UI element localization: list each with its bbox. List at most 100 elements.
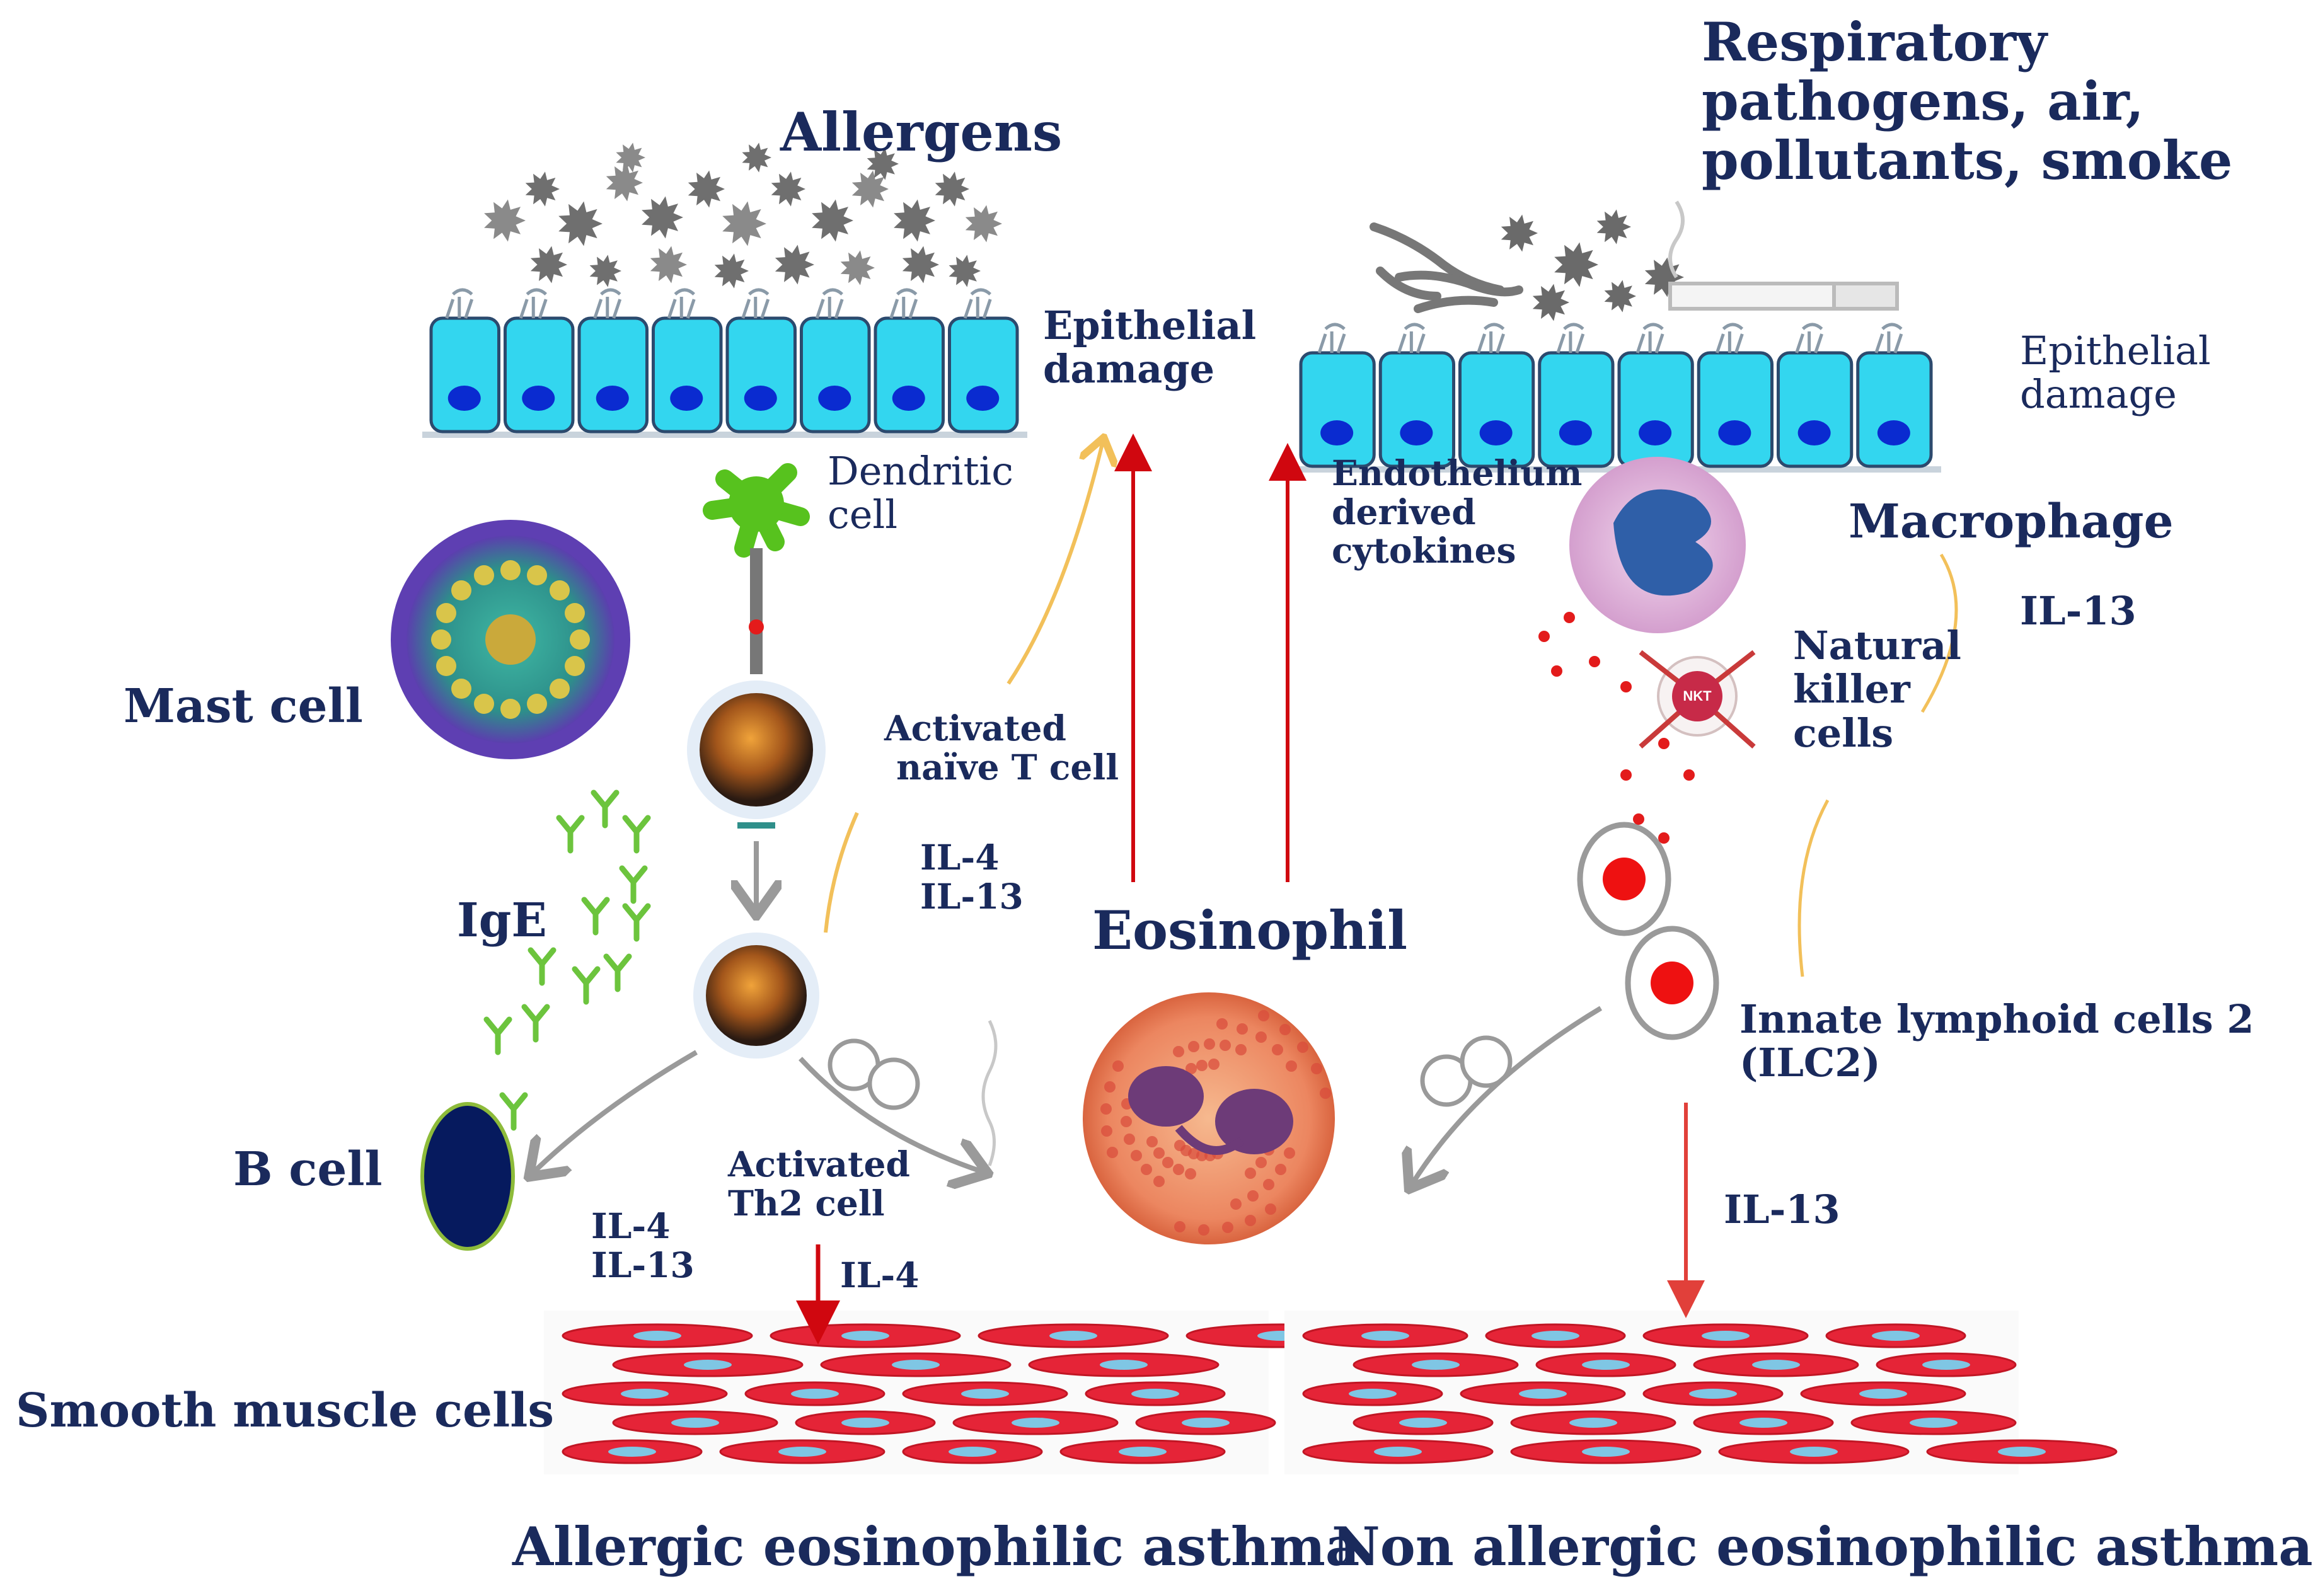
t-cell-marker [737, 822, 775, 829]
natural-killer-cells-label: Natural killer cells [1793, 623, 1961, 756]
pollutant-particles [1370, 209, 1684, 321]
cytokine-dot [1538, 631, 1550, 642]
eosinophil-granule [1153, 1176, 1165, 1187]
mast-granule [451, 679, 471, 699]
eosinophil-granule [1185, 1063, 1197, 1074]
epithelial-cell [1617, 351, 1694, 468]
epithelial-damage-right-label: Epithelial damage [2020, 328, 2211, 418]
ige-antibody [521, 1004, 550, 1043]
il4-il13-center-label: IL-4 IL-13 [920, 837, 1024, 917]
muscle-nucleus [1349, 1389, 1397, 1399]
allergic-asthma-label: Allergic eosinophilic asthma [512, 1515, 1360, 1578]
allergen-particle [642, 196, 683, 239]
eosinophil-granule [1258, 1010, 1269, 1021]
macrophage-nucleus [1613, 489, 1713, 596]
th2-cytokine-curve [824, 812, 859, 933]
respiratory-pathogens-label: Respiratory pathogens, air, pollutants, … [1702, 11, 2233, 192]
allergen-particle [867, 147, 899, 180]
epithelial-nucleus [1320, 420, 1354, 445]
basement-membrane [422, 432, 1027, 438]
epithelium-left [422, 288, 1027, 438]
muscle-nucleus [1872, 1331, 1920, 1341]
dendritic-cell-label: Dendritic cell [828, 448, 1013, 538]
cigarette-filter [1832, 282, 1899, 311]
epithelial-nucleus [1797, 420, 1831, 445]
eosinophil-granule [1198, 1224, 1209, 1236]
eosinophil-granule [1265, 1203, 1276, 1215]
eosinophil-granule [1162, 1157, 1174, 1168]
eosinophil-nucleus-lobe [1215, 1089, 1293, 1154]
cilia [1397, 323, 1426, 353]
presented-antigen [749, 619, 764, 634]
smooth-muscle-right [1284, 1311, 2118, 1474]
allergen-particle [589, 255, 621, 287]
eosinophil-granule [1185, 1168, 1196, 1180]
mast-granule [474, 694, 494, 714]
allergen-particle [902, 246, 939, 284]
mast-granule [436, 603, 456, 623]
ilc2-to-eosinophil-arrow [1412, 1006, 1603, 1185]
eosinophil-granule [1153, 1147, 1165, 1159]
mast-granule [527, 694, 547, 714]
cilia [1795, 323, 1824, 353]
cytokine-dot [1589, 656, 1600, 667]
ige-antibody [622, 903, 651, 942]
epithelial-cell [1458, 351, 1535, 468]
eosinophil-granule [1124, 1134, 1135, 1145]
ilc2-nucleus [1651, 962, 1693, 1004]
cigarette-icon [1668, 200, 1899, 311]
ige-antibody [622, 815, 651, 854]
eosinophil-granule [1245, 1168, 1256, 1179]
eosinophil-granule [1245, 1215, 1256, 1226]
cilia [593, 288, 622, 319]
eosinophil-granule [1275, 1164, 1286, 1175]
allergens-label: Allergens [780, 101, 1063, 163]
mast-granule [570, 629, 590, 650]
cytokine-dot [1683, 769, 1695, 781]
il4-il13-bottom-label: IL-4 IL-13 [591, 1205, 695, 1285]
muscle-nucleus [1582, 1360, 1630, 1370]
ilc2-label: Innate lymphoid cells 2 (ILC2) [1739, 996, 2254, 1086]
cilia [1556, 323, 1585, 353]
eosinophil-granule [1220, 1040, 1231, 1051]
epithelial-cell [1538, 351, 1615, 468]
mast-granule [565, 603, 585, 623]
macrophage-icon [1569, 457, 1746, 633]
epithelial-cell [1856, 351, 1933, 468]
smoke-fiber [1395, 270, 1523, 297]
smoke-fiber [1414, 296, 1498, 313]
eosinophil-granule [1237, 1023, 1248, 1035]
mast-cell-label: Mast cell [124, 679, 363, 733]
epithelial-cell [874, 316, 945, 433]
cilia [1635, 323, 1664, 353]
cilia [963, 288, 992, 319]
epithelial-nucleus [1559, 420, 1592, 445]
muscle-nucleus [791, 1389, 839, 1399]
eosinophil-granule [1112, 1060, 1124, 1072]
ige-antibody [572, 966, 601, 1005]
mast-granule [550, 580, 570, 600]
cilia [445, 288, 474, 319]
t-cell-icons [687, 680, 826, 1059]
eosinophil-granule [1320, 1088, 1331, 1099]
muscle-nucleus [1531, 1331, 1579, 1341]
ige-antibody [591, 789, 620, 829]
asthma-pathway-diagram: NKT Allergens Respiratory pathogens, air… [16, 11, 2313, 1578]
mast-granule [550, 679, 570, 699]
muscle-nucleus [1569, 1418, 1617, 1428]
eosinophil-granule [1208, 1059, 1220, 1070]
allergen-particle [650, 246, 687, 284]
allergen-particle [714, 253, 749, 289]
pollutant-particle [1604, 280, 1636, 313]
allergen-particle [965, 205, 1002, 243]
muscle-nucleus [621, 1389, 669, 1399]
epithelial-nucleus [966, 386, 1000, 411]
eosinophil-granule [1311, 1063, 1322, 1074]
eosinophil-granule [1146, 1136, 1158, 1147]
eosinophil-label: Eosinophil [1092, 899, 1407, 962]
eosinophil-granule [1100, 1103, 1112, 1115]
cilia [815, 288, 844, 319]
t-cell-body [706, 945, 807, 1046]
activated-naive-t-cell-label: Activated naïve T cell [884, 708, 1119, 788]
eosinophil-granule [1279, 1024, 1291, 1035]
